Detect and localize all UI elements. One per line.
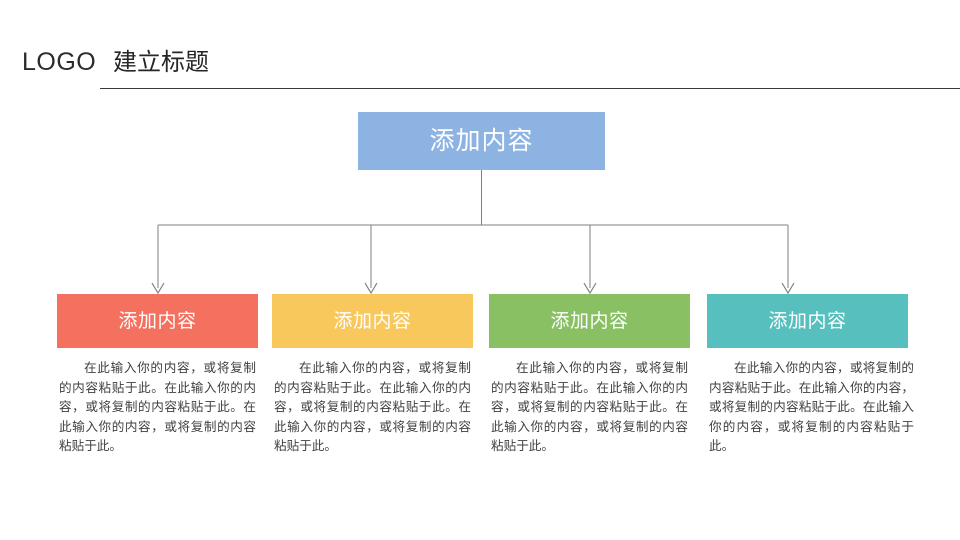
child-card-3-header[interactable]: 添加内容: [489, 294, 690, 348]
child-card-4-body: 在此输入你的内容，或将复制的内容粘贴于此。在此输入你的内容，或将复制的内容粘贴于…: [709, 360, 914, 453]
child-card-3[interactable]: 添加内容 在此输入你的内容，或将复制的内容粘贴于此。在此输入你的内容，或将复制的…: [489, 294, 690, 456]
child-cards-row: 添加内容 在此输入你的内容，或将复制的内容粘贴于此。在此输入你的内容，或将复制的…: [0, 294, 960, 494]
arrowhead-3: [583, 282, 597, 295]
child-card-1[interactable]: 添加内容 在此输入你的内容，或将复制的内容粘贴于此。在此输入你的内容，或将复制的…: [57, 294, 258, 456]
logo: LOGO: [22, 48, 97, 76]
child-card-1-header[interactable]: 添加内容: [57, 294, 258, 348]
arrowhead-4: [781, 282, 795, 295]
child-card-4-header[interactable]: 添加内容: [707, 294, 908, 348]
child-card-4-label: 添加内容: [768, 310, 847, 332]
root-node[interactable]: 添加内容: [358, 112, 605, 170]
slide-header: LOGO 建立标题: [0, 22, 960, 89]
child-card-4[interactable]: 添加内容 在此输入你的内容，或将复制的内容粘贴于此。在此输入你的内容，或将复制的…: [707, 294, 914, 456]
child-card-3-body: 在此输入你的内容，或将复制的内容粘贴于此。在此输入你的内容，或将复制的内容粘贴于…: [491, 360, 688, 453]
page-title: 建立标题: [113, 48, 209, 76]
child-card-2-header[interactable]: 添加内容: [272, 294, 473, 348]
root-node-label: 添加内容: [429, 126, 534, 155]
arrowhead-1: [151, 282, 165, 295]
arrowhead-2: [364, 282, 378, 295]
child-card-2-body: 在此输入你的内容，或将复制的内容粘贴于此。在此输入你的内容，或将复制的内容粘贴于…: [274, 360, 471, 453]
child-card-2[interactable]: 添加内容 在此输入你的内容，或将复制的内容粘贴于此。在此输入你的内容，或将复制的…: [272, 294, 473, 456]
child-card-3-label: 添加内容: [550, 310, 629, 332]
header-divider: [100, 88, 960, 89]
child-card-1-body: 在此输入你的内容，或将复制的内容粘贴于此。在此输入你的内容，或将复制的内容粘贴于…: [59, 360, 256, 453]
child-card-2-label: 添加内容: [333, 310, 412, 332]
child-card-1-label: 添加内容: [118, 310, 197, 332]
